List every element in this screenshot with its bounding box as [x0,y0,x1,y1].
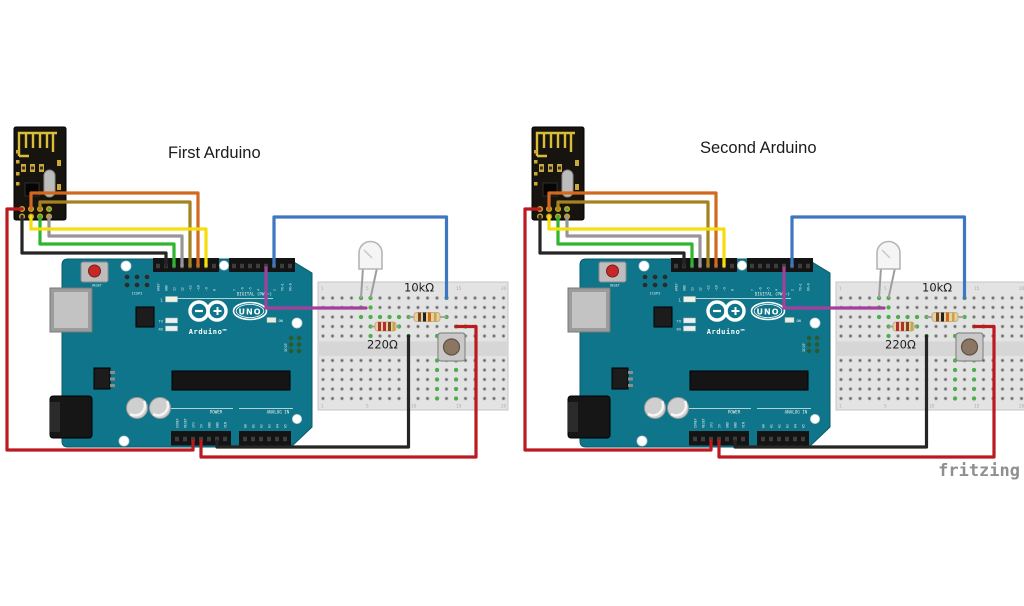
fritzing-watermark: fritzing [938,461,1020,481]
second-arduino-title: Second Arduino [700,139,817,157]
second-arduino-circuit [525,127,1024,457]
first-arduino-circuit [7,127,508,457]
first-arduino-title: First Arduino [168,144,261,162]
